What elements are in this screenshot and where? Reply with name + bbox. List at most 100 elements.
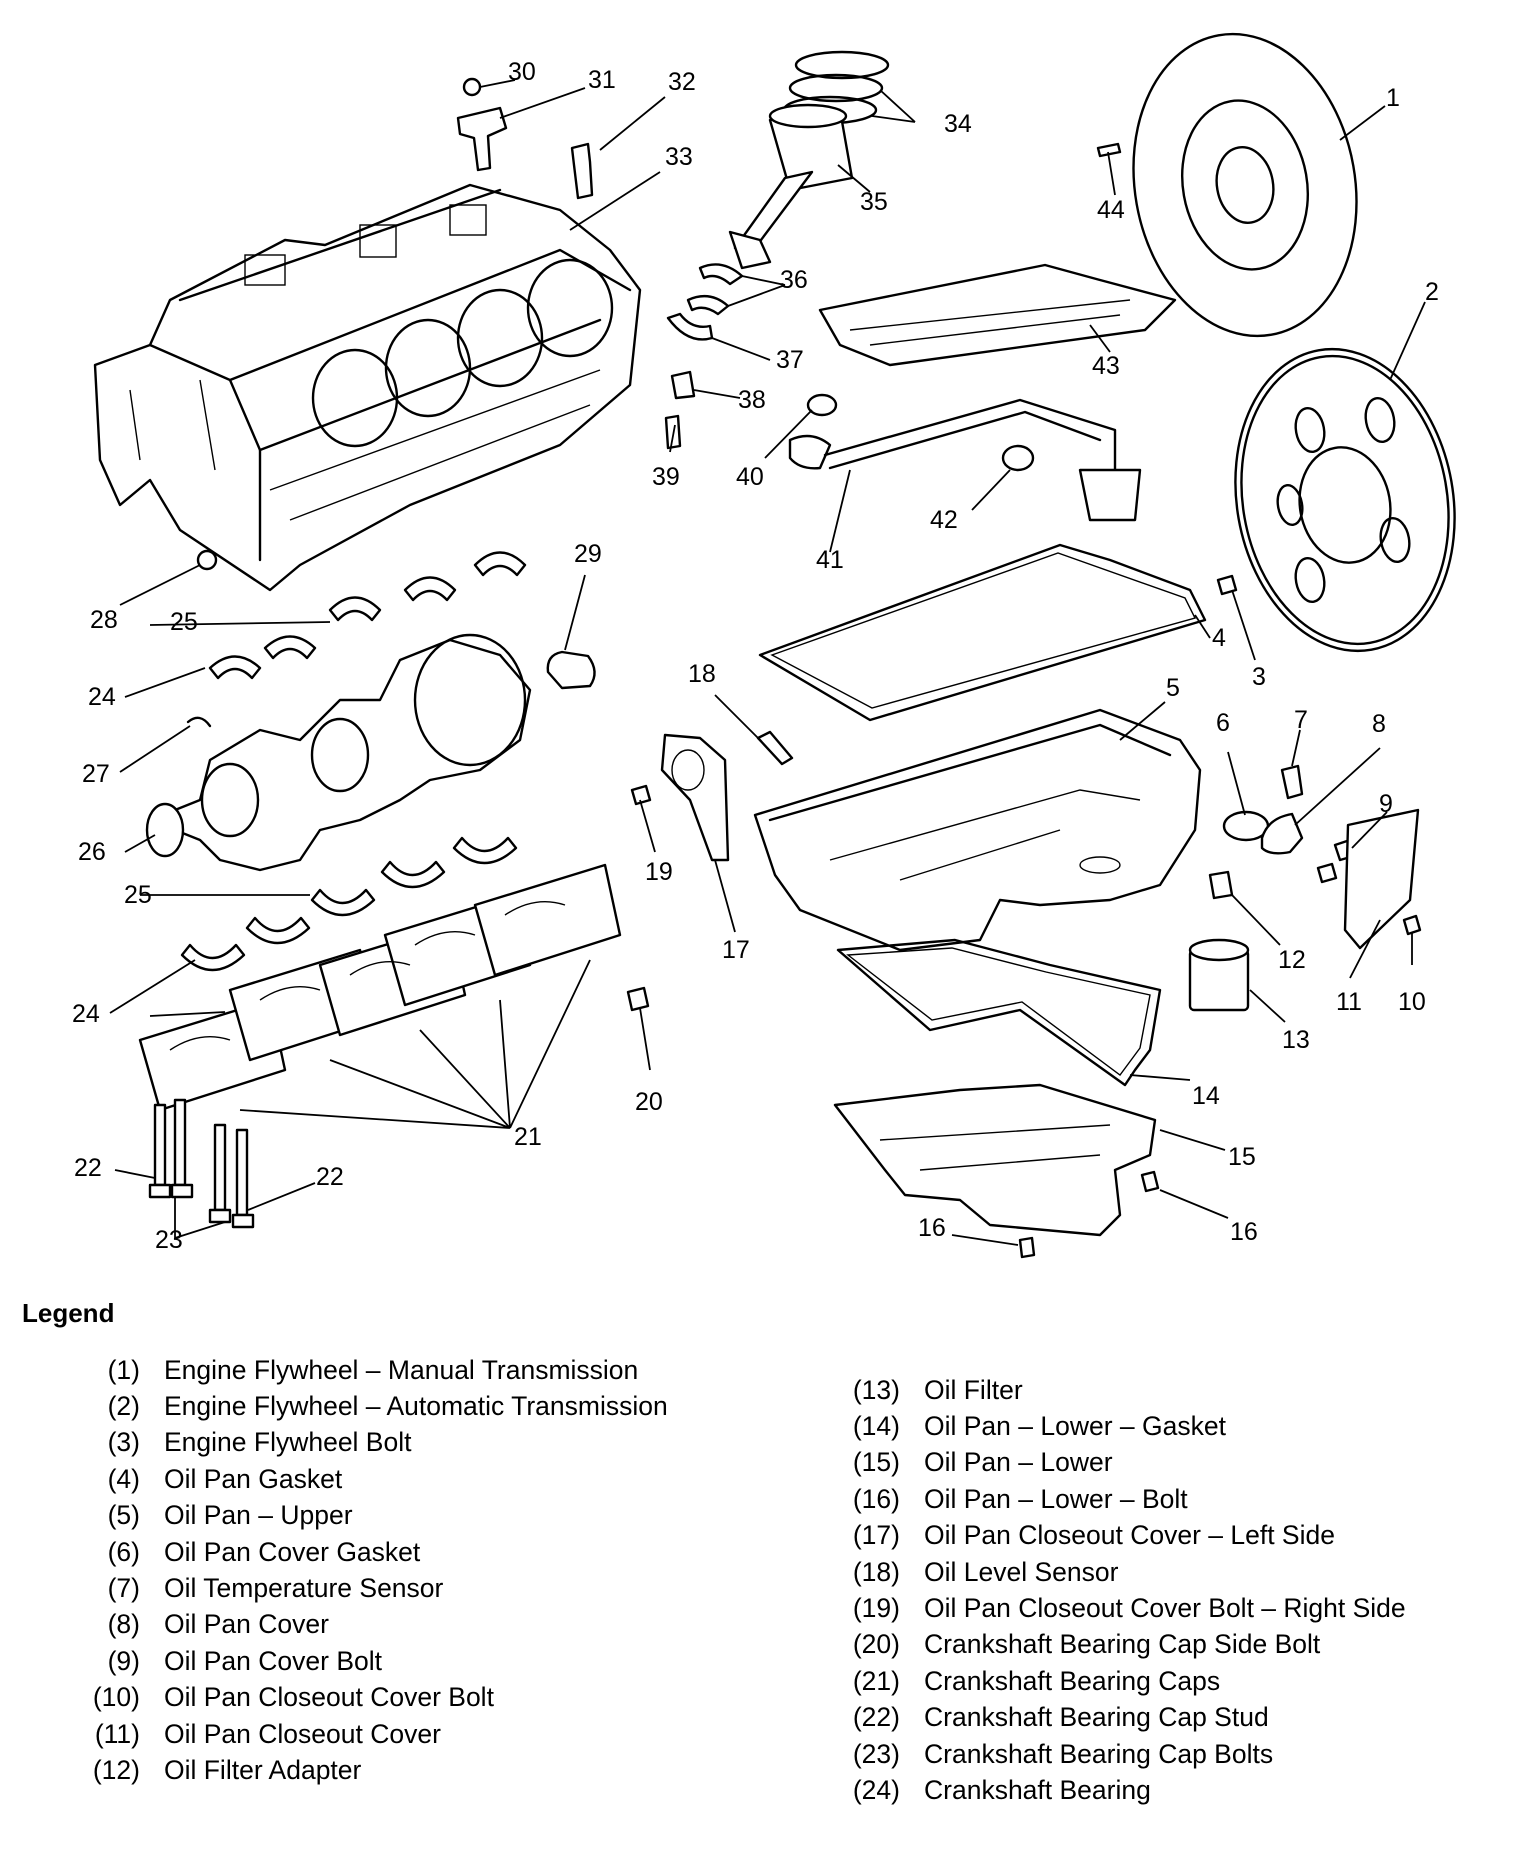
legend-code: (1)	[107, 1354, 140, 1385]
legend-code: (2)	[107, 1391, 140, 1422]
callout-8: 8	[1372, 710, 1386, 738]
legend-label: Oil Pan Gasket	[164, 1463, 343, 1494]
legend-label: Oil Pan – Upper	[164, 1500, 353, 1531]
lower-main-bearings	[180, 836, 518, 972]
callout-18: 18	[688, 660, 716, 688]
legend-label: Oil Pan Cover Bolt	[164, 1645, 382, 1676]
legend-label: Oil Pan Cover Gasket	[164, 1536, 421, 1567]
callout-42: 42	[930, 506, 958, 534]
callout-30: 30	[508, 58, 536, 86]
legend-code: (14)	[852, 1411, 900, 1442]
callout-19: 19	[645, 858, 673, 886]
legend-item: (6)Oil Pan Cover Gasket	[60, 1534, 668, 1570]
legend-label: Crankshaft Bearing	[924, 1774, 1151, 1805]
legend-label: Crankshaft Bearing Cap Bolts	[924, 1738, 1274, 1769]
callout-32: 32	[668, 68, 696, 96]
callout-20: 20	[635, 1088, 663, 1116]
legend-code: (24)	[852, 1774, 900, 1805]
callout-5: 5	[1166, 674, 1180, 702]
callout-39: 39	[652, 463, 680, 491]
legend-item: (16) Oil Pan – Lower – Bolt	[820, 1481, 1406, 1517]
legend-code: (11)	[94, 1718, 140, 1749]
callout-24a: 24	[88, 683, 116, 711]
callout-16a: 16	[918, 1214, 946, 1242]
legend-code: (9)	[107, 1645, 140, 1676]
legend-label: Oil Filter Adapter	[164, 1754, 362, 1785]
legend-item: (21)Crankshaft Bearing Caps	[820, 1663, 1406, 1699]
legend-item: (14) Oil Pan – Lower – Gasket	[820, 1408, 1406, 1444]
callout-17: 17	[722, 936, 750, 964]
legend-label: Engine Flywheel – Manual Transmission	[164, 1354, 639, 1385]
legend-label: Oil Pan Closeout Cover Bolt – Right Side	[924, 1593, 1406, 1624]
callout-31: 31	[588, 66, 616, 94]
lower-oil-pan	[833, 938, 1162, 1259]
exploded-engine-diagram: 1 2 3 4 5 6 7 8 9 10 11 12 13 14 15 16 1…	[72, 32, 1456, 1259]
legend-label: Engine Flywheel – Automatic Transmission	[164, 1391, 668, 1422]
callout-16b: 16	[1230, 1218, 1258, 1246]
bearing-caps	[138, 863, 622, 1112]
legend-code: (22)	[852, 1702, 900, 1733]
callout-2: 2	[1425, 278, 1439, 306]
legend-title: Legend	[22, 1298, 115, 1328]
legend-label: Oil Pan Closeout Cover – Left Side	[924, 1520, 1335, 1551]
callout-12: 12	[1278, 946, 1306, 974]
legend-item: (4) Oil Pan Gasket	[60, 1461, 668, 1497]
legend-label: Oil Pan Cover	[164, 1609, 329, 1640]
callout-28: 28	[90, 606, 118, 634]
legend-code: (16)	[852, 1483, 900, 1514]
callout-43: 43	[1092, 352, 1120, 380]
callout-33: 33	[665, 143, 693, 171]
legend-item: (13)Oil Filter	[820, 1372, 1406, 1408]
legend-item: (10)Oil Pan Closeout Cover Bolt	[60, 1680, 668, 1716]
callout-29: 29	[574, 540, 602, 568]
legend-left-column: (1) Engine Flywheel – Manual Transmission…	[60, 1352, 668, 1789]
legend-code: (15)	[852, 1447, 900, 1478]
legend-item: (18)Oil Level Sensor	[820, 1554, 1406, 1590]
callout-36: 36	[780, 266, 808, 294]
legend-item: (20)Crankshaft Bearing Cap Side Bolt	[820, 1627, 1406, 1663]
callout-21: 21	[514, 1123, 542, 1151]
legend-code: (7)	[107, 1573, 140, 1604]
legend-item: (5) Oil Pan – Upper	[60, 1498, 668, 1534]
legend-code: (10)	[92, 1682, 140, 1713]
legend-item: (24) Crankshaft Bearing	[820, 1772, 1406, 1808]
legend-code: (20)	[852, 1629, 900, 1660]
legend-code: (12)	[92, 1754, 140, 1785]
oil-pan-cover-parts	[1188, 764, 1422, 1012]
legend-label: Oil Pan Closeout Cover	[164, 1718, 441, 1749]
engine-block	[93, 183, 642, 592]
legend-item: (19) Oil Pan Closeout Cover Bolt – Right …	[820, 1590, 1406, 1626]
legend-code: (4)	[107, 1463, 140, 1494]
legend-label: Oil Temperature Sensor	[164, 1573, 444, 1604]
callout-41: 41	[816, 546, 844, 574]
piston-and-rings	[728, 50, 890, 270]
callout-numbers: 1 2 3 4 5 6 7 8 9 10 11 12 13 14 15 16 1…	[72, 58, 1439, 1254]
legend-item: (3)Engine Flywheel Bolt	[60, 1425, 668, 1461]
upper-oil-pan	[753, 708, 1202, 952]
rod-bearings	[664, 263, 744, 450]
callout-27: 27	[82, 760, 110, 788]
leader-lines	[109, 79, 1426, 1246]
oil-pan-gasket	[758, 543, 1207, 722]
studs-and-bolts	[148, 986, 650, 1229]
legend-code: (5)	[107, 1500, 140, 1531]
legend-label: Oil Pan – Lower – Gasket	[924, 1411, 1226, 1442]
oil-pickup-tube	[788, 393, 1142, 522]
callout-13: 13	[1282, 1026, 1310, 1054]
legend-item: (12) Oil Filter Adapter	[60, 1752, 668, 1788]
callout-38: 38	[738, 386, 766, 414]
legend-label: Oil Pan – Lower – Bolt	[924, 1483, 1188, 1514]
callout-34: 34	[944, 110, 972, 138]
legend-code: (19)	[852, 1593, 900, 1624]
callout-3: 3	[1252, 663, 1266, 691]
flywheels	[1096, 32, 1456, 653]
callout-25a: 25	[170, 608, 198, 636]
legend-item: (17)Oil Pan Closeout Cover – Left Side	[820, 1518, 1406, 1554]
callout-22b: 22	[316, 1163, 344, 1191]
callout-24b: 24	[72, 1000, 100, 1028]
legend-code: (3)	[107, 1427, 140, 1458]
legend-item: (2) Engine Flywheel – Automatic Transmiss…	[60, 1388, 668, 1424]
callout-26: 26	[78, 838, 106, 866]
legend-item: (7) Oil Temperature Sensor	[60, 1570, 668, 1606]
callout-15: 15	[1228, 1143, 1256, 1171]
